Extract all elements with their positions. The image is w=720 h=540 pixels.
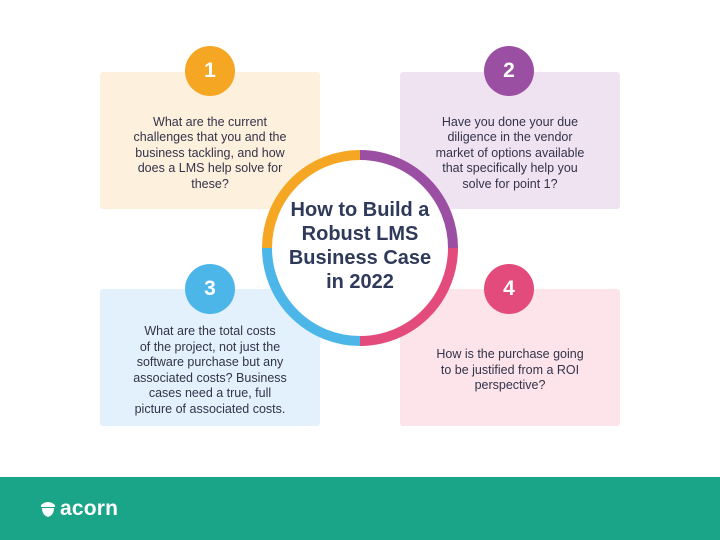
step-4-text: How is the purchase going to be justifie… [436,347,583,394]
step-1-text: What are the current challenges that you… [134,115,287,193]
step-3-text-line: cases need a true, full [148,386,272,400]
step-2-text: Have you done your due diligence in the … [436,115,585,193]
step-3-text-line: associated costs? Business [133,370,287,385]
center-title-line: How to Build a [290,199,430,221]
ring-segment-4 [359,247,458,346]
step-3-text-line: software purchase but any [136,355,284,369]
center-title-line: Robust LMS [301,223,419,245]
step-4-badge: 4 [484,264,534,314]
ring-segment-3 [262,247,361,346]
ring-segment-2 [359,150,458,249]
ring-segment-1 [262,150,361,249]
step-1-text-line: What are the current [153,114,267,129]
step-2-text-line: solve for point 1? [462,176,558,191]
center-title: How to Build a Robust LMS Business Case … [280,198,440,294]
step-2-badge: 2 [484,46,534,96]
center-ring [262,150,458,346]
step-3-text-line: What are the total costs [144,324,276,338]
step-1-text-line: business tackling, and how [135,145,285,160]
center-title-line: Business Case [288,247,432,269]
step-3-text-line: picture of associated costs. [134,401,286,416]
step-2-text-line: market of options available [435,145,585,160]
step-4-text-line: perspective? [474,378,546,393]
step-3-text-line: of the project, not just the [139,339,281,354]
step-3-badge: 3 [185,264,235,314]
step-4-text-line: to be justified from a ROI [440,362,580,377]
step-2-text-line: Have you done your due [441,114,579,129]
step-3-text: What are the total costs of the project,… [133,324,287,417]
center-title-line: in 2022 [326,271,394,293]
step-2-text-line: diligence in the vendor [447,130,573,145]
acorn-icon [41,502,55,517]
step-3-card: What are the total costs of the project,… [100,289,320,426]
step-4-text-line: How is the purchase going [436,347,584,362]
step-1-text-line: these? [191,176,229,191]
step-2-text-line: that specifically help you [442,161,578,176]
step-1-badge: 1 [185,46,235,96]
brand-name: acorn [60,497,119,520]
brand-logo: acorn [40,497,118,521]
step-1-text-line: does a LMS help solve for [137,161,283,176]
step-1-text-line: challenges that you and the [133,130,287,145]
footer-bar [0,477,720,540]
